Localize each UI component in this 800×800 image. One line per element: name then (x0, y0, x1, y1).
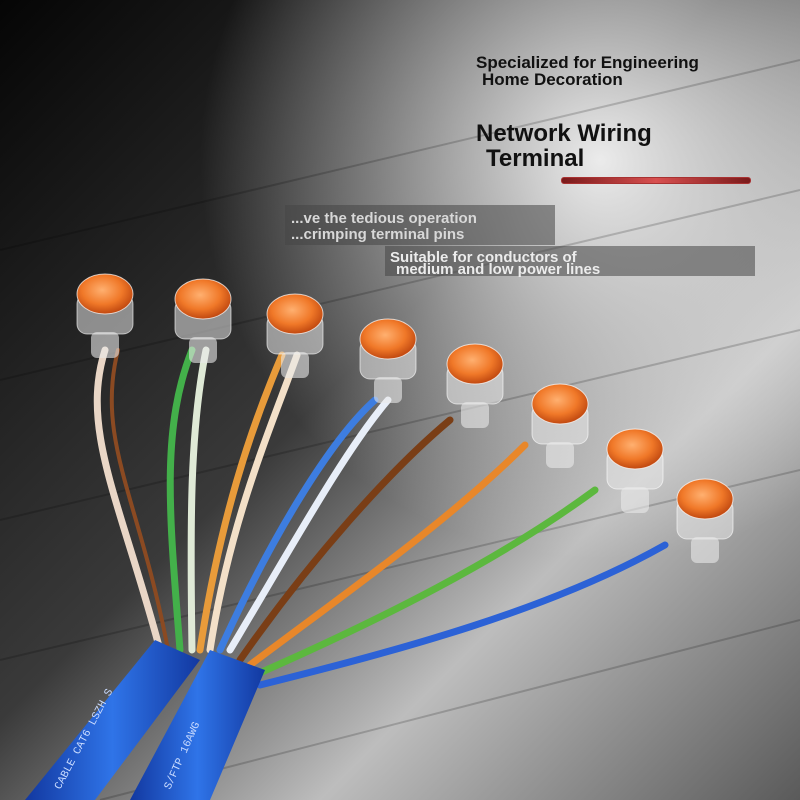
wire-green-white (166, 346, 196, 654)
terminal-connectors (76, 273, 734, 563)
wire-blue-white (216, 396, 379, 654)
wire-white-brown (93, 346, 164, 654)
title-line-1: Network Wiring (476, 120, 652, 147)
suitability-line-1: Suitable for conductors of (390, 249, 577, 266)
description-line-2: ...crimping terminal pins (291, 226, 465, 243)
header-line-2: Home Decoration (482, 70, 623, 89)
suitability-line-2: medium and low power lines (396, 261, 601, 278)
accent-bar (561, 177, 751, 184)
title-line-2: Terminal (486, 145, 585, 172)
description-band (285, 205, 555, 245)
wire-brown (236, 416, 454, 664)
description-line-1: ...ve the tedious operation (291, 210, 477, 227)
header-line-1: Specialized for Engineering (476, 53, 699, 72)
suitability-band (385, 246, 755, 276)
wire-green (251, 486, 599, 679)
wire-blue (256, 541, 669, 689)
wire-orange-white (196, 351, 286, 654)
wire-orange (246, 441, 529, 669)
